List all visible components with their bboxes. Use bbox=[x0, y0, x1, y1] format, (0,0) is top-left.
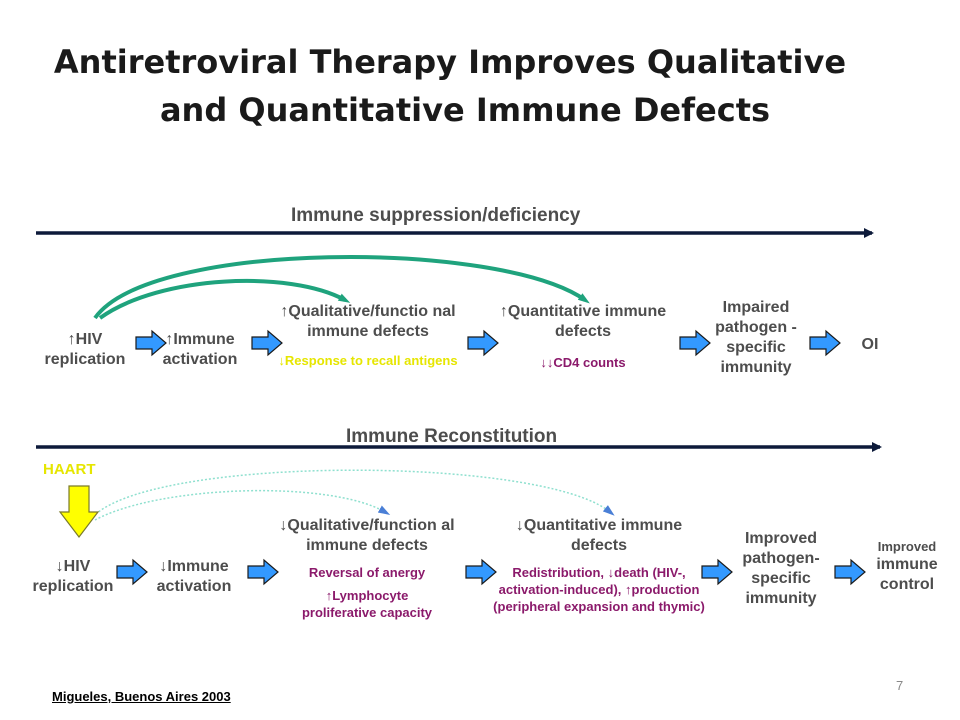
bottom-immune-control-label: immune control bbox=[876, 556, 938, 593]
top-qualitative-label: ↑Qualitative/functio nal immune defects bbox=[280, 303, 456, 340]
bottom-qualitative-sub1: Reversal of anergy bbox=[308, 565, 426, 580]
bottom-node-quantitative: ↓Quantitative immune defects Redistribut… bbox=[486, 516, 712, 615]
bottom-qualitative-sub2: ↑Lymphocyte proliferative capacity bbox=[301, 588, 433, 620]
bottom-node-hiv-replication: ↓HIV replication bbox=[32, 558, 114, 595]
title-line-1: Antiretroviral Therapy Improves Qualitat… bbox=[53, 43, 847, 81]
top-quantitative-sub: ↓↓CD4 counts bbox=[540, 355, 626, 370]
top-quantitative-label: ↑Quantitative immune defects bbox=[499, 303, 667, 340]
top-node-oi: OI bbox=[861, 336, 879, 353]
top-node-hiv-replication: ↑HIV replication bbox=[44, 331, 126, 368]
bottom-quantitative-label: ↓Quantitative immune defects bbox=[515, 517, 683, 554]
title-line-2: and Quantitative Immune Defects bbox=[159, 91, 771, 129]
bottom-qualitative-label: ↓Qualitative/function al immune defects bbox=[279, 517, 455, 554]
bottom-node-qualitative: ↓Qualitative/function al immune defects … bbox=[268, 516, 466, 621]
bottom-node-immune-control: Improved immune control bbox=[866, 538, 948, 595]
bottom-quantitative-sub: Redistribution, ↓death (HIV-, activation… bbox=[493, 565, 705, 614]
top-node-impaired-immunity: Impaired pathogen -specific immunity bbox=[715, 299, 797, 376]
citation: Migueles, Buenos Aires 2003 bbox=[52, 689, 231, 704]
top-curve-to-quantitative bbox=[93, 255, 590, 320]
top-node-quantitative: ↑Quantitative immune defects ↓↓CD4 count… bbox=[498, 302, 668, 371]
bottom-block-arrows bbox=[116, 558, 866, 586]
haart-label: HAART bbox=[43, 461, 96, 478]
bottom-section-title: Immune Reconstitution bbox=[346, 426, 558, 447]
top-node-immune-activation: ↑Immune activation bbox=[162, 331, 238, 368]
page-number: 7 bbox=[896, 678, 904, 693]
bottom-node-improved-immunity: Improved pathogen- specific immunity bbox=[742, 530, 820, 607]
page-title: Antiretroviral Therapy Improves Qualitat… bbox=[0, 38, 960, 134]
top-section-title: Immune suppression/deficiency bbox=[291, 205, 581, 226]
top-qualitative-sub: ↓Response to recall antigens bbox=[278, 353, 458, 368]
bottom-curve-to-qualitative bbox=[94, 489, 391, 521]
bottom-immune-control-small: Improved bbox=[877, 539, 937, 554]
top-curve-to-qualitative bbox=[98, 278, 351, 320]
top-block-arrows bbox=[135, 329, 841, 357]
haart-down-arrow bbox=[58, 485, 100, 538]
bottom-node-immune-activation: ↓Immune activation bbox=[156, 558, 232, 595]
top-node-qualitative: ↑Qualitative/functio nal immune defects … bbox=[268, 302, 468, 369]
bottom-curve-to-quantitative bbox=[89, 469, 615, 521]
